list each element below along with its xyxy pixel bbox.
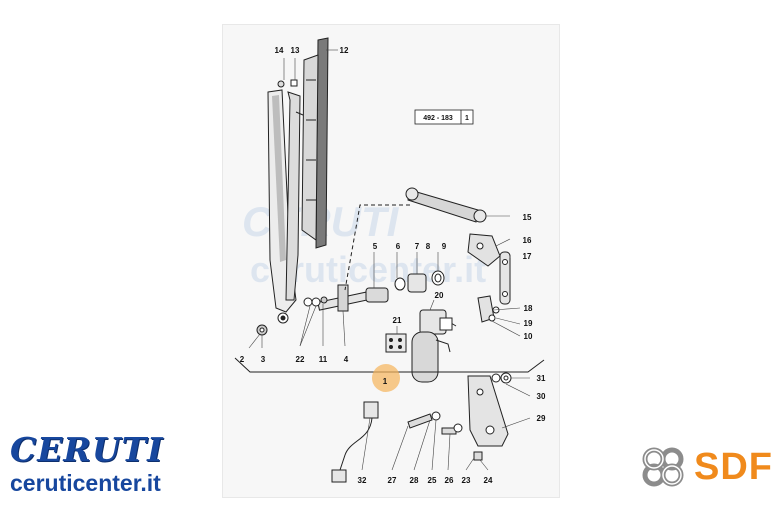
reference-sheet: 1 xyxy=(465,115,469,122)
callout-6: 6 xyxy=(396,242,401,251)
callout-10: 10 xyxy=(524,332,533,341)
callout-12: 12 xyxy=(340,46,349,55)
callout-5: 5 xyxy=(373,242,378,251)
callout-11: 11 xyxy=(319,355,328,364)
callout-25: 25 xyxy=(428,476,437,485)
callout-20: 20 xyxy=(435,291,444,300)
callout-31: 31 xyxy=(537,374,546,383)
callout-18: 18 xyxy=(524,304,533,313)
dealer-name: CERUTI xyxy=(10,430,164,469)
callout-21: 21 xyxy=(393,316,402,325)
callout-2: 2 xyxy=(240,355,245,364)
callout-15: 15 xyxy=(523,213,532,222)
sdf-knot-icon xyxy=(642,447,684,487)
callout-24: 24 xyxy=(484,476,493,485)
manufacturer-name: SDF xyxy=(694,446,773,488)
part-callouts: 1 2 3 4 5 6 7 8 9 10 11 12 13 14 15 16 1… xyxy=(240,46,546,485)
dealer-site: ceruticenter.it xyxy=(10,470,161,496)
reference-code: 492 - 183 xyxy=(423,115,453,122)
callout-26: 26 xyxy=(445,476,454,485)
callout-32: 32 xyxy=(358,476,367,485)
wiper-blade xyxy=(301,37,329,249)
plate-washers xyxy=(491,372,512,384)
callout-14: 14 xyxy=(275,46,284,55)
mounting-plate xyxy=(467,375,509,447)
dealer-logo[interactable]: CERUTI ceruticenter.it xyxy=(10,433,164,497)
callout-29: 29 xyxy=(537,414,546,423)
callout-28: 28 xyxy=(410,476,419,485)
spindle-shaft xyxy=(256,270,445,336)
callout-22: 22 xyxy=(296,355,305,364)
callout-23: 23 xyxy=(462,476,471,485)
lever-bracket xyxy=(477,295,500,323)
wiring-harness xyxy=(331,401,379,483)
callout-30: 30 xyxy=(537,392,546,401)
callout-16: 16 xyxy=(523,236,532,245)
reference-box: 492 - 183 1 xyxy=(414,109,474,125)
callout-7: 7 xyxy=(415,242,420,251)
fasteners xyxy=(407,411,483,461)
arm-bolt xyxy=(277,79,298,88)
callout-4: 4 xyxy=(344,355,349,364)
crank-arm xyxy=(499,251,511,305)
callout-27: 27 xyxy=(388,476,397,485)
connector-plate xyxy=(385,333,407,353)
callout-1: 1 xyxy=(383,377,388,386)
callout-17: 17 xyxy=(523,252,532,261)
wiper-arm xyxy=(267,89,311,324)
callout-3: 3 xyxy=(261,355,266,364)
manufacturer-logo[interactable]: SDF xyxy=(638,444,773,490)
highlight-marker xyxy=(372,364,400,392)
crank-plate xyxy=(467,233,501,267)
link-rod xyxy=(344,187,487,291)
callout-8: 8 xyxy=(426,242,431,251)
callout-19: 19 xyxy=(524,319,533,328)
wiper-motor xyxy=(411,309,457,383)
leader-lines xyxy=(248,49,531,471)
callout-13: 13 xyxy=(291,46,300,55)
callout-9: 9 xyxy=(442,242,447,251)
